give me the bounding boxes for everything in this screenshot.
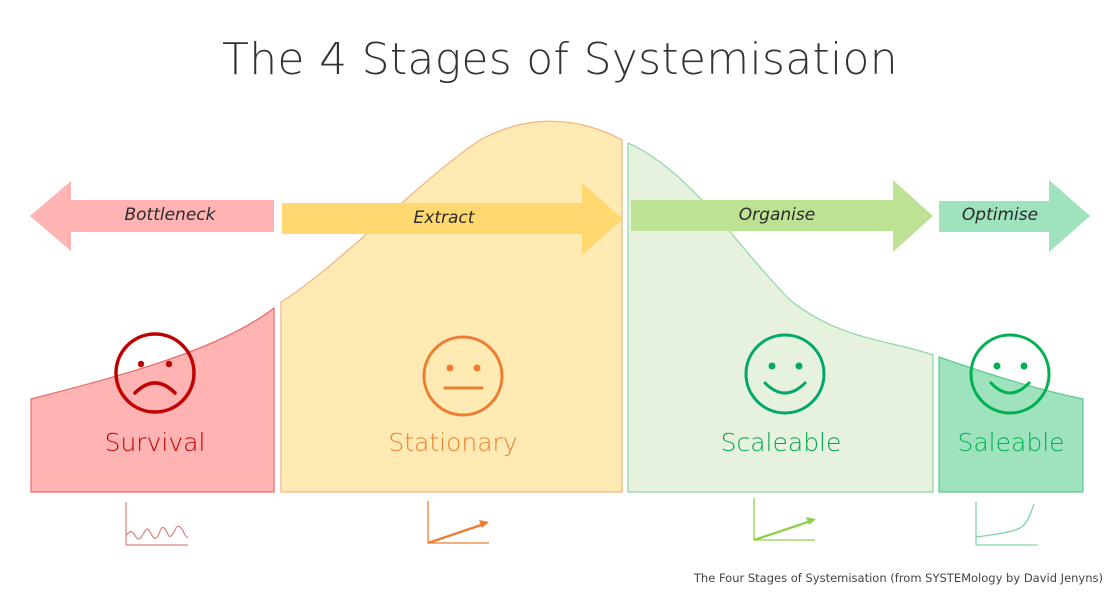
stage-label-saleable: Saleable xyxy=(957,428,1065,457)
exponential-growth-chart-icon xyxy=(975,502,1038,546)
sad-face-icon xyxy=(114,332,196,414)
arrow-bottleneck xyxy=(30,181,274,251)
arrow-label-extract: Extract xyxy=(413,208,475,228)
neutral-face-icon xyxy=(422,335,504,417)
arrow-label-organise: Organise xyxy=(738,205,816,225)
footer-caption: The Four Stages of Systemisation (from S… xyxy=(693,571,1103,585)
happy-face-icon xyxy=(744,333,826,415)
arrow-optimise xyxy=(939,180,1090,252)
stage-label-stationary: Stationary xyxy=(388,428,518,457)
stage-label-scaleable: Scaleable xyxy=(720,428,842,457)
arrow-organise xyxy=(631,180,933,252)
linear-growth-arrow-chart-icon xyxy=(427,501,489,545)
stage-label-survival: Survival xyxy=(104,428,206,457)
arrow-label-optimise: Optimise xyxy=(961,205,1039,225)
linear-growth-arrow-chart-icon xyxy=(753,498,816,542)
fluctuating-line-chart-icon xyxy=(125,502,189,546)
page-title: The 4 Stages of Systemisation xyxy=(222,34,898,85)
arrow-label-bottleneck: Bottleneck xyxy=(124,205,216,225)
arrow-extract xyxy=(282,183,623,255)
stage-area-saleable xyxy=(938,356,1084,493)
happy-face-icon xyxy=(969,333,1051,415)
